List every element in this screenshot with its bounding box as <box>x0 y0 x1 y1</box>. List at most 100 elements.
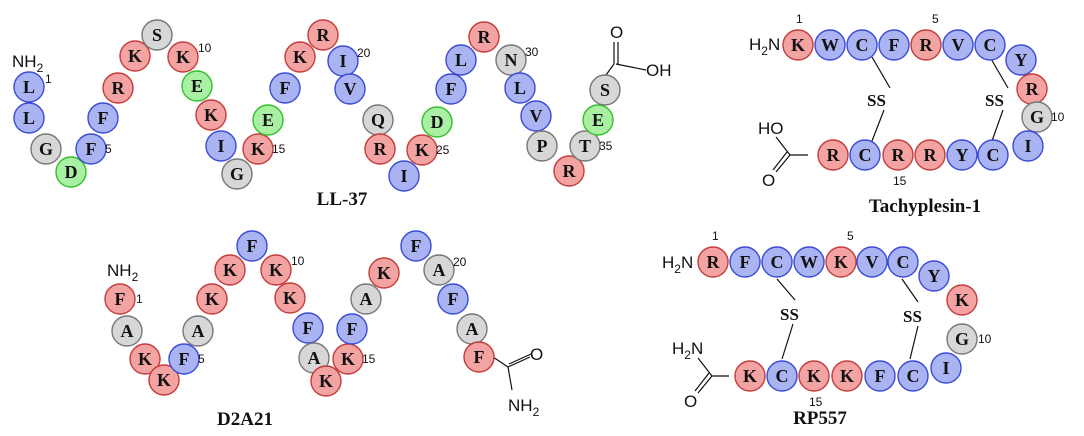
tachyplesin-residue-number: 15 <box>893 174 907 188</box>
ll37-residue-label: F <box>280 78 291 98</box>
ll37-residue-circle <box>569 130 601 162</box>
ll37-residue-circle <box>141 19 173 51</box>
tachyplesin-residue-circle <box>910 29 942 61</box>
ll37-residue-label: K <box>251 139 265 159</box>
ll37-residue-circle <box>468 21 500 53</box>
ll37-residue-number: 20 <box>357 46 371 60</box>
tachyplesin-residue-number: 1 <box>796 12 803 26</box>
tachyplesin-residue-circle <box>817 139 849 171</box>
tachyplesin-residue-number: 5 <box>932 12 939 26</box>
tachyplesin-residue-label: C <box>987 145 1000 165</box>
tachyplesin-residue-circle <box>782 29 814 61</box>
rp557-residue-circle <box>831 360 863 392</box>
ll37-residue-circle <box>421 106 453 138</box>
d2a21-residue-circle <box>196 283 228 315</box>
ll37-residue-circle <box>221 158 253 190</box>
rp557-residue-label: C <box>771 252 784 272</box>
tachyplesin-residue-label: Y <box>1015 50 1028 70</box>
rp557-residue-circle <box>729 246 761 278</box>
rp557-residue-circle <box>798 360 830 392</box>
tachyplesin-residue-circle <box>1021 101 1053 133</box>
ll37-residue-label: S <box>600 80 610 100</box>
rp557-residue-label: K <box>955 290 969 310</box>
ll37-residue-label: F <box>86 139 97 159</box>
d2a21-residue-number: 5 <box>198 352 205 366</box>
d2a21-residue-label: A <box>121 321 134 341</box>
ll37-residue-label: E <box>191 76 203 96</box>
tachyplesin-residue-circle <box>849 139 881 171</box>
ll37-residue-circle <box>388 160 420 192</box>
tachyplesin-residue-label: W <box>821 35 839 55</box>
ll37-residue-circle <box>195 99 227 131</box>
rp557-n-terminus: H2N <box>662 253 693 276</box>
ll37-residue-circle <box>582 104 614 136</box>
ll37-title: LL-37 <box>317 189 368 210</box>
ll37-residue-label: K <box>176 47 190 67</box>
svg-text:SS: SS <box>985 91 1004 110</box>
svg-text:SS: SS <box>867 91 886 110</box>
ll37-residue-number: 15 <box>272 142 286 156</box>
ll37-residue-circle <box>520 100 552 132</box>
d2a21-residue-label: A <box>308 348 321 368</box>
d2a21-residue-circle <box>236 230 268 262</box>
rp557-residue-circle <box>930 352 962 384</box>
d2a21-residue-label: K <box>157 370 171 390</box>
ll37-residue-circle <box>269 72 301 104</box>
d2a21-residue-label: A <box>192 321 205 341</box>
rp557-residue-label: W <box>800 252 818 272</box>
ll37-residue-circle <box>284 41 316 73</box>
ll37-residue-label: R <box>563 161 577 181</box>
ll37-residue-circle <box>553 155 585 187</box>
d2a21-residue-label: K <box>205 289 219 309</box>
d2a21-n-terminus: NH2 <box>107 261 139 284</box>
rp557-residue-number: 5 <box>847 229 854 243</box>
tachyplesin-residue-label: I <box>1024 136 1031 156</box>
svg-text:HO: HO <box>758 119 784 138</box>
rp557-residue-circle <box>887 246 919 278</box>
rp557-residue-circle <box>734 360 766 392</box>
ll37-residue-number: 1 <box>45 72 52 86</box>
ll37-residue-label: I <box>217 136 224 156</box>
ll37-residue-circle <box>589 74 621 106</box>
ll37-residue-circle <box>252 104 284 136</box>
ll37-residue-label: K <box>293 47 307 67</box>
rp557-residue-circle <box>697 246 729 278</box>
d2a21-residue-label: A <box>466 319 479 339</box>
d2a21-residue-label: F <box>347 319 358 339</box>
d2a21-residue-circle <box>368 257 400 289</box>
d2a21-residue-label: K <box>341 349 355 369</box>
ll37-residue-circle <box>167 41 199 73</box>
rp557-residue-circle <box>856 246 888 278</box>
ll37-residue-label: R <box>374 139 388 159</box>
ll37-residue-circle <box>205 130 237 162</box>
ll37-residue-label: V <box>344 79 357 99</box>
ll37-residue-circle <box>119 40 151 72</box>
tachyplesin-residue-label: R <box>1026 79 1040 99</box>
d2a21-residue-circle <box>336 313 368 345</box>
rp557-residue-circle <box>766 360 798 392</box>
ll37-residue-label: L <box>514 78 526 98</box>
d2a21-residue-label: A <box>433 260 446 280</box>
rp557-residue-circle <box>761 246 793 278</box>
tachyplesin-residue-circle <box>1012 130 1044 162</box>
d2a21-title: D2A21 <box>217 409 273 430</box>
ll37-residue-label: N <box>505 50 518 70</box>
ll37-residue-circle <box>13 102 45 134</box>
rp557-title: RP557 <box>793 408 847 429</box>
d2a21-residue-label: K <box>138 349 152 369</box>
rp557-residue-label: Y <box>928 266 941 286</box>
ll37-residue-circle <box>504 72 536 104</box>
ll37-residue-circle <box>87 102 119 134</box>
rp557-residue-label: C <box>907 366 920 386</box>
rp557-residue-label: K <box>834 252 848 272</box>
tachyplesin-residue-label: C <box>856 35 869 55</box>
rp557-residue-label: F <box>875 366 886 386</box>
tachyplesin-residue-label: R <box>920 35 934 55</box>
ll37-residue-number: 30 <box>525 45 539 59</box>
d2a21-residue-label: F <box>179 349 190 369</box>
tachyplesin-residue-circle <box>814 29 846 61</box>
ll37-residue-circle <box>435 73 467 105</box>
